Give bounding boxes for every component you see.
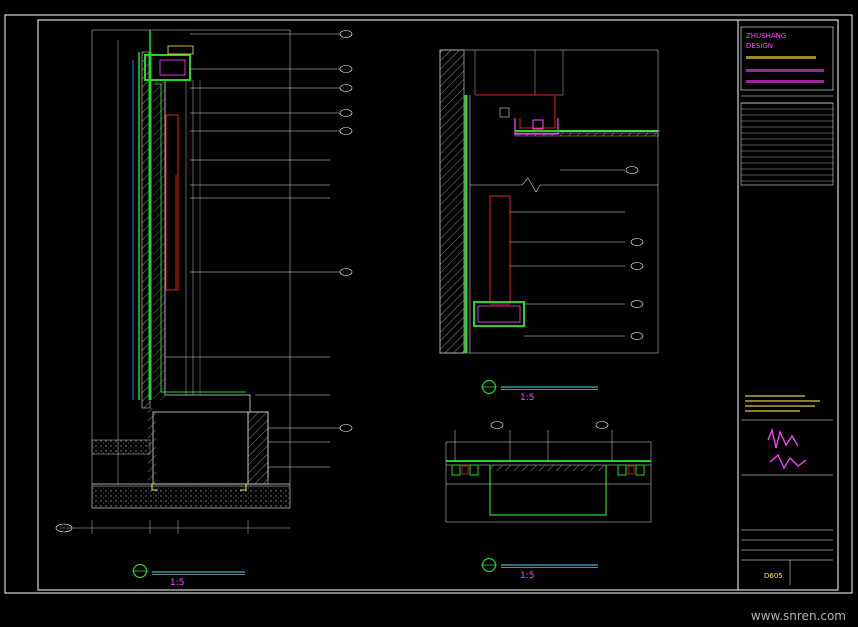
middle-top-detail-scale: 1:5 [520,393,534,403]
middle-bottom-detail-scale: 1:5 [520,571,534,581]
middle-top-section-detail [439,49,660,354]
signature-2 [769,453,807,470]
watermark: www.snren.com [750,609,846,623]
title-block: ZHUSHANG DESIGN [740,26,834,585]
sheet-outer-border [4,14,853,594]
middle-bottom-detail-title: 1:5 [481,557,598,581]
left-detail-title: 1:5 [132,563,245,588]
middle-bottom-plan-detail [445,421,652,523]
left-section-detail [55,29,353,534]
sheet-number: D605 [764,572,783,580]
signature-1 [767,427,799,449]
sheet-inner-border [37,19,839,591]
left-detail-scale: 1:5 [170,578,184,588]
middle-top-detail-title: 1:5 [481,379,598,403]
company-sub: DESIGN [746,42,773,50]
company-name: ZHUSHANG [746,32,786,40]
